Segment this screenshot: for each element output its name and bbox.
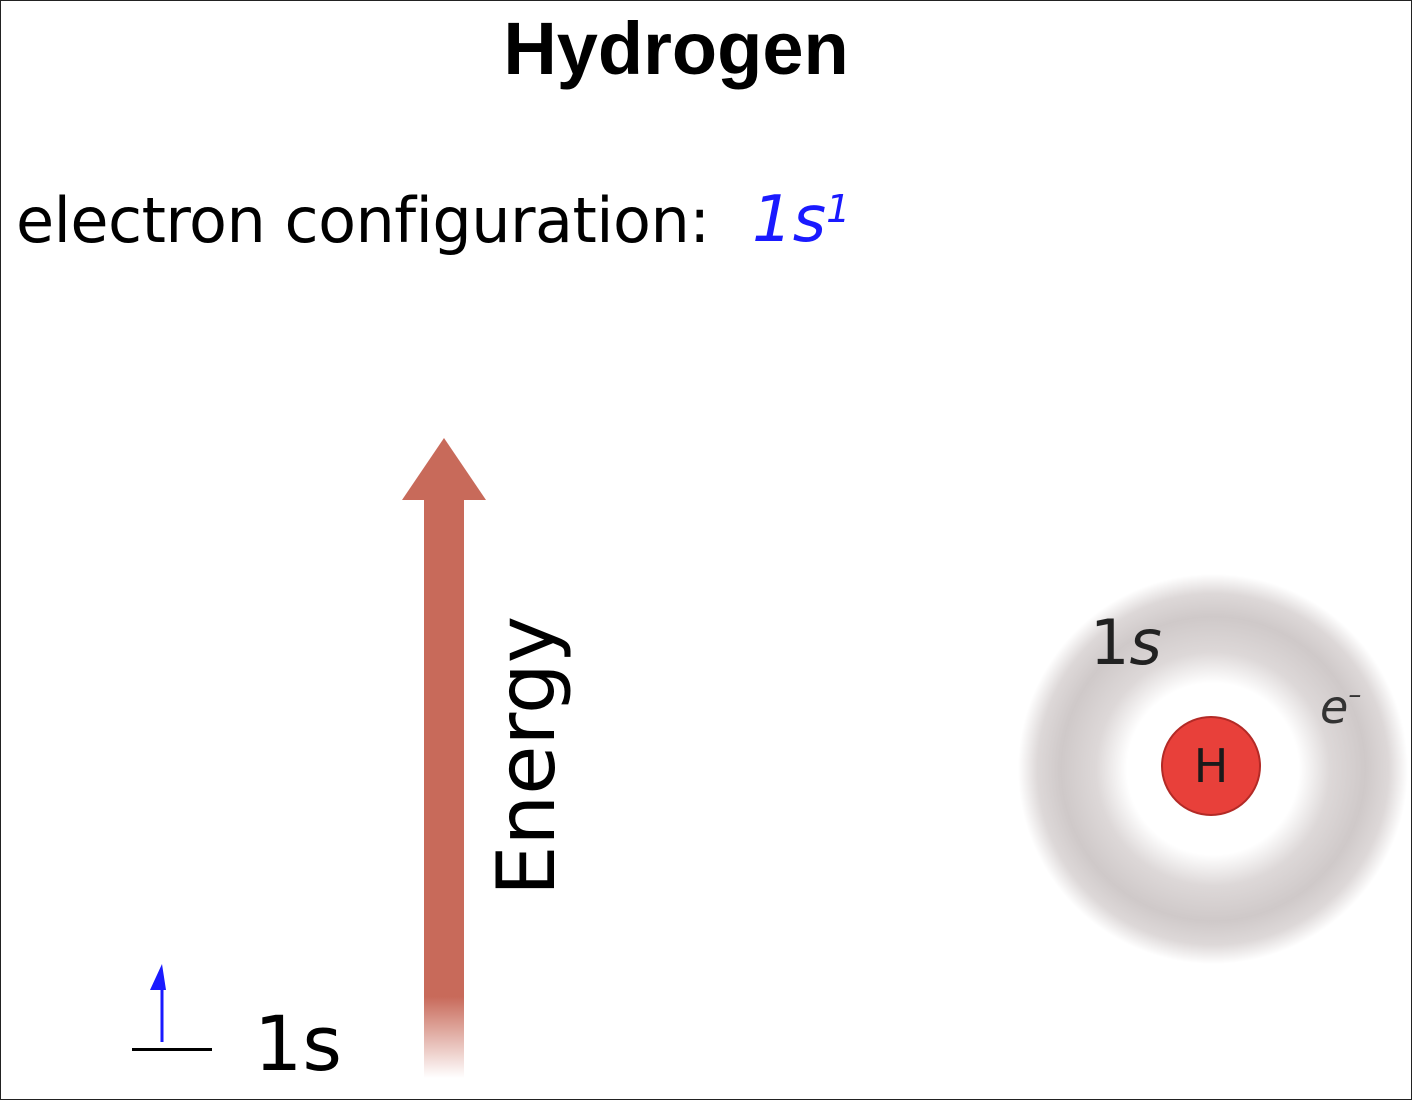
electron-label: e– (1320, 682, 1361, 730)
orbital-label: 1s (1090, 612, 1162, 674)
energy-level-label: 1s (254, 999, 342, 1088)
energy-axis-label: Energy (480, 615, 573, 896)
energy-level-line (132, 1048, 212, 1051)
electron-configuration-value: 1s1 (752, 188, 850, 252)
page-title: Hydrogen (503, 7, 849, 90)
electron-charge: – (1348, 680, 1362, 710)
energy-arrow-icon (402, 438, 486, 1078)
electron-configuration-label: electron configuration: (16, 184, 710, 257)
configuration-orbital: 1s (752, 183, 827, 257)
energy-arrow-shaft (424, 498, 464, 1078)
orbital-number: 1 (1090, 606, 1130, 679)
spin-up-arrow-icon (150, 964, 166, 1042)
energy-arrow-head (402, 438, 486, 500)
electron-symbol: e (1320, 680, 1349, 734)
orbital-letter: s (1129, 606, 1162, 679)
nucleus: H (1161, 716, 1261, 816)
configuration-electron-count: 1 (826, 187, 851, 231)
